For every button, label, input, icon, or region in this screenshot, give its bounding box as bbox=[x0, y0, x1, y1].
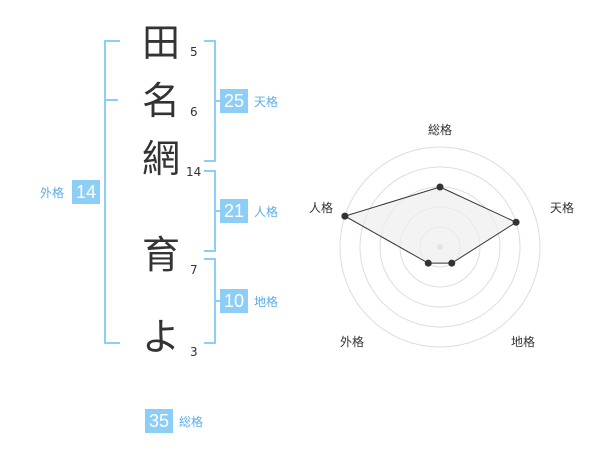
radar-point-1 bbox=[436, 183, 444, 191]
name-char-4: 育 bbox=[142, 233, 181, 277]
radar-point-2 bbox=[512, 218, 520, 226]
radar-grid-ring bbox=[359, 166, 521, 328]
stroke-count-4: 7 bbox=[190, 263, 198, 277]
name-char-5: よ bbox=[142, 315, 181, 359]
tenkaku-label: 天格 bbox=[254, 95, 279, 109]
radar-point-3 bbox=[448, 259, 456, 267]
gaikaku-bracket bbox=[104, 40, 120, 344]
gaikaku-bracket-tick-1 bbox=[104, 99, 118, 101]
name-char-3: 網 bbox=[142, 137, 181, 181]
stroke-count-3: 14 bbox=[186, 165, 202, 179]
radar-grid-ring bbox=[339, 146, 541, 348]
radar-label-soukaku: 総格 bbox=[428, 123, 453, 137]
radar-series-polygon bbox=[343, 186, 518, 264]
name-char-1: 田 bbox=[142, 21, 181, 65]
soukaku-label: 総格 bbox=[179, 415, 204, 429]
soukaku-value: 35 bbox=[145, 409, 173, 433]
chikaku-label: 地格 bbox=[254, 295, 279, 309]
radar-label-jinkaku: 人格 bbox=[309, 201, 334, 215]
jinkaku-value: 21 bbox=[220, 199, 248, 223]
tenkaku-connector bbox=[214, 100, 220, 102]
jinkaku-label: 人格 bbox=[254, 205, 279, 219]
jinkaku-connector bbox=[214, 210, 220, 212]
radar-point-4 bbox=[424, 259, 432, 267]
stroke-count-1: 5 bbox=[190, 45, 198, 59]
radar-point-5 bbox=[341, 212, 349, 220]
stroke-count-5: 3 bbox=[190, 345, 198, 359]
gaikaku-label: 外格 bbox=[40, 186, 65, 200]
radar-label-tenkaku: 天格 bbox=[550, 201, 575, 215]
tenkaku-value: 25 bbox=[220, 89, 248, 113]
name-char-2: 名 bbox=[142, 79, 181, 123]
radar-label-chikaku: 地格 bbox=[511, 335, 536, 349]
chikaku-connector bbox=[214, 300, 220, 302]
chikaku-value: 10 bbox=[220, 289, 248, 313]
stroke-count-2: 6 bbox=[190, 105, 198, 119]
gaikaku-value: 14 bbox=[72, 180, 100, 204]
radar-label-gaikaku: 外格 bbox=[340, 335, 365, 349]
